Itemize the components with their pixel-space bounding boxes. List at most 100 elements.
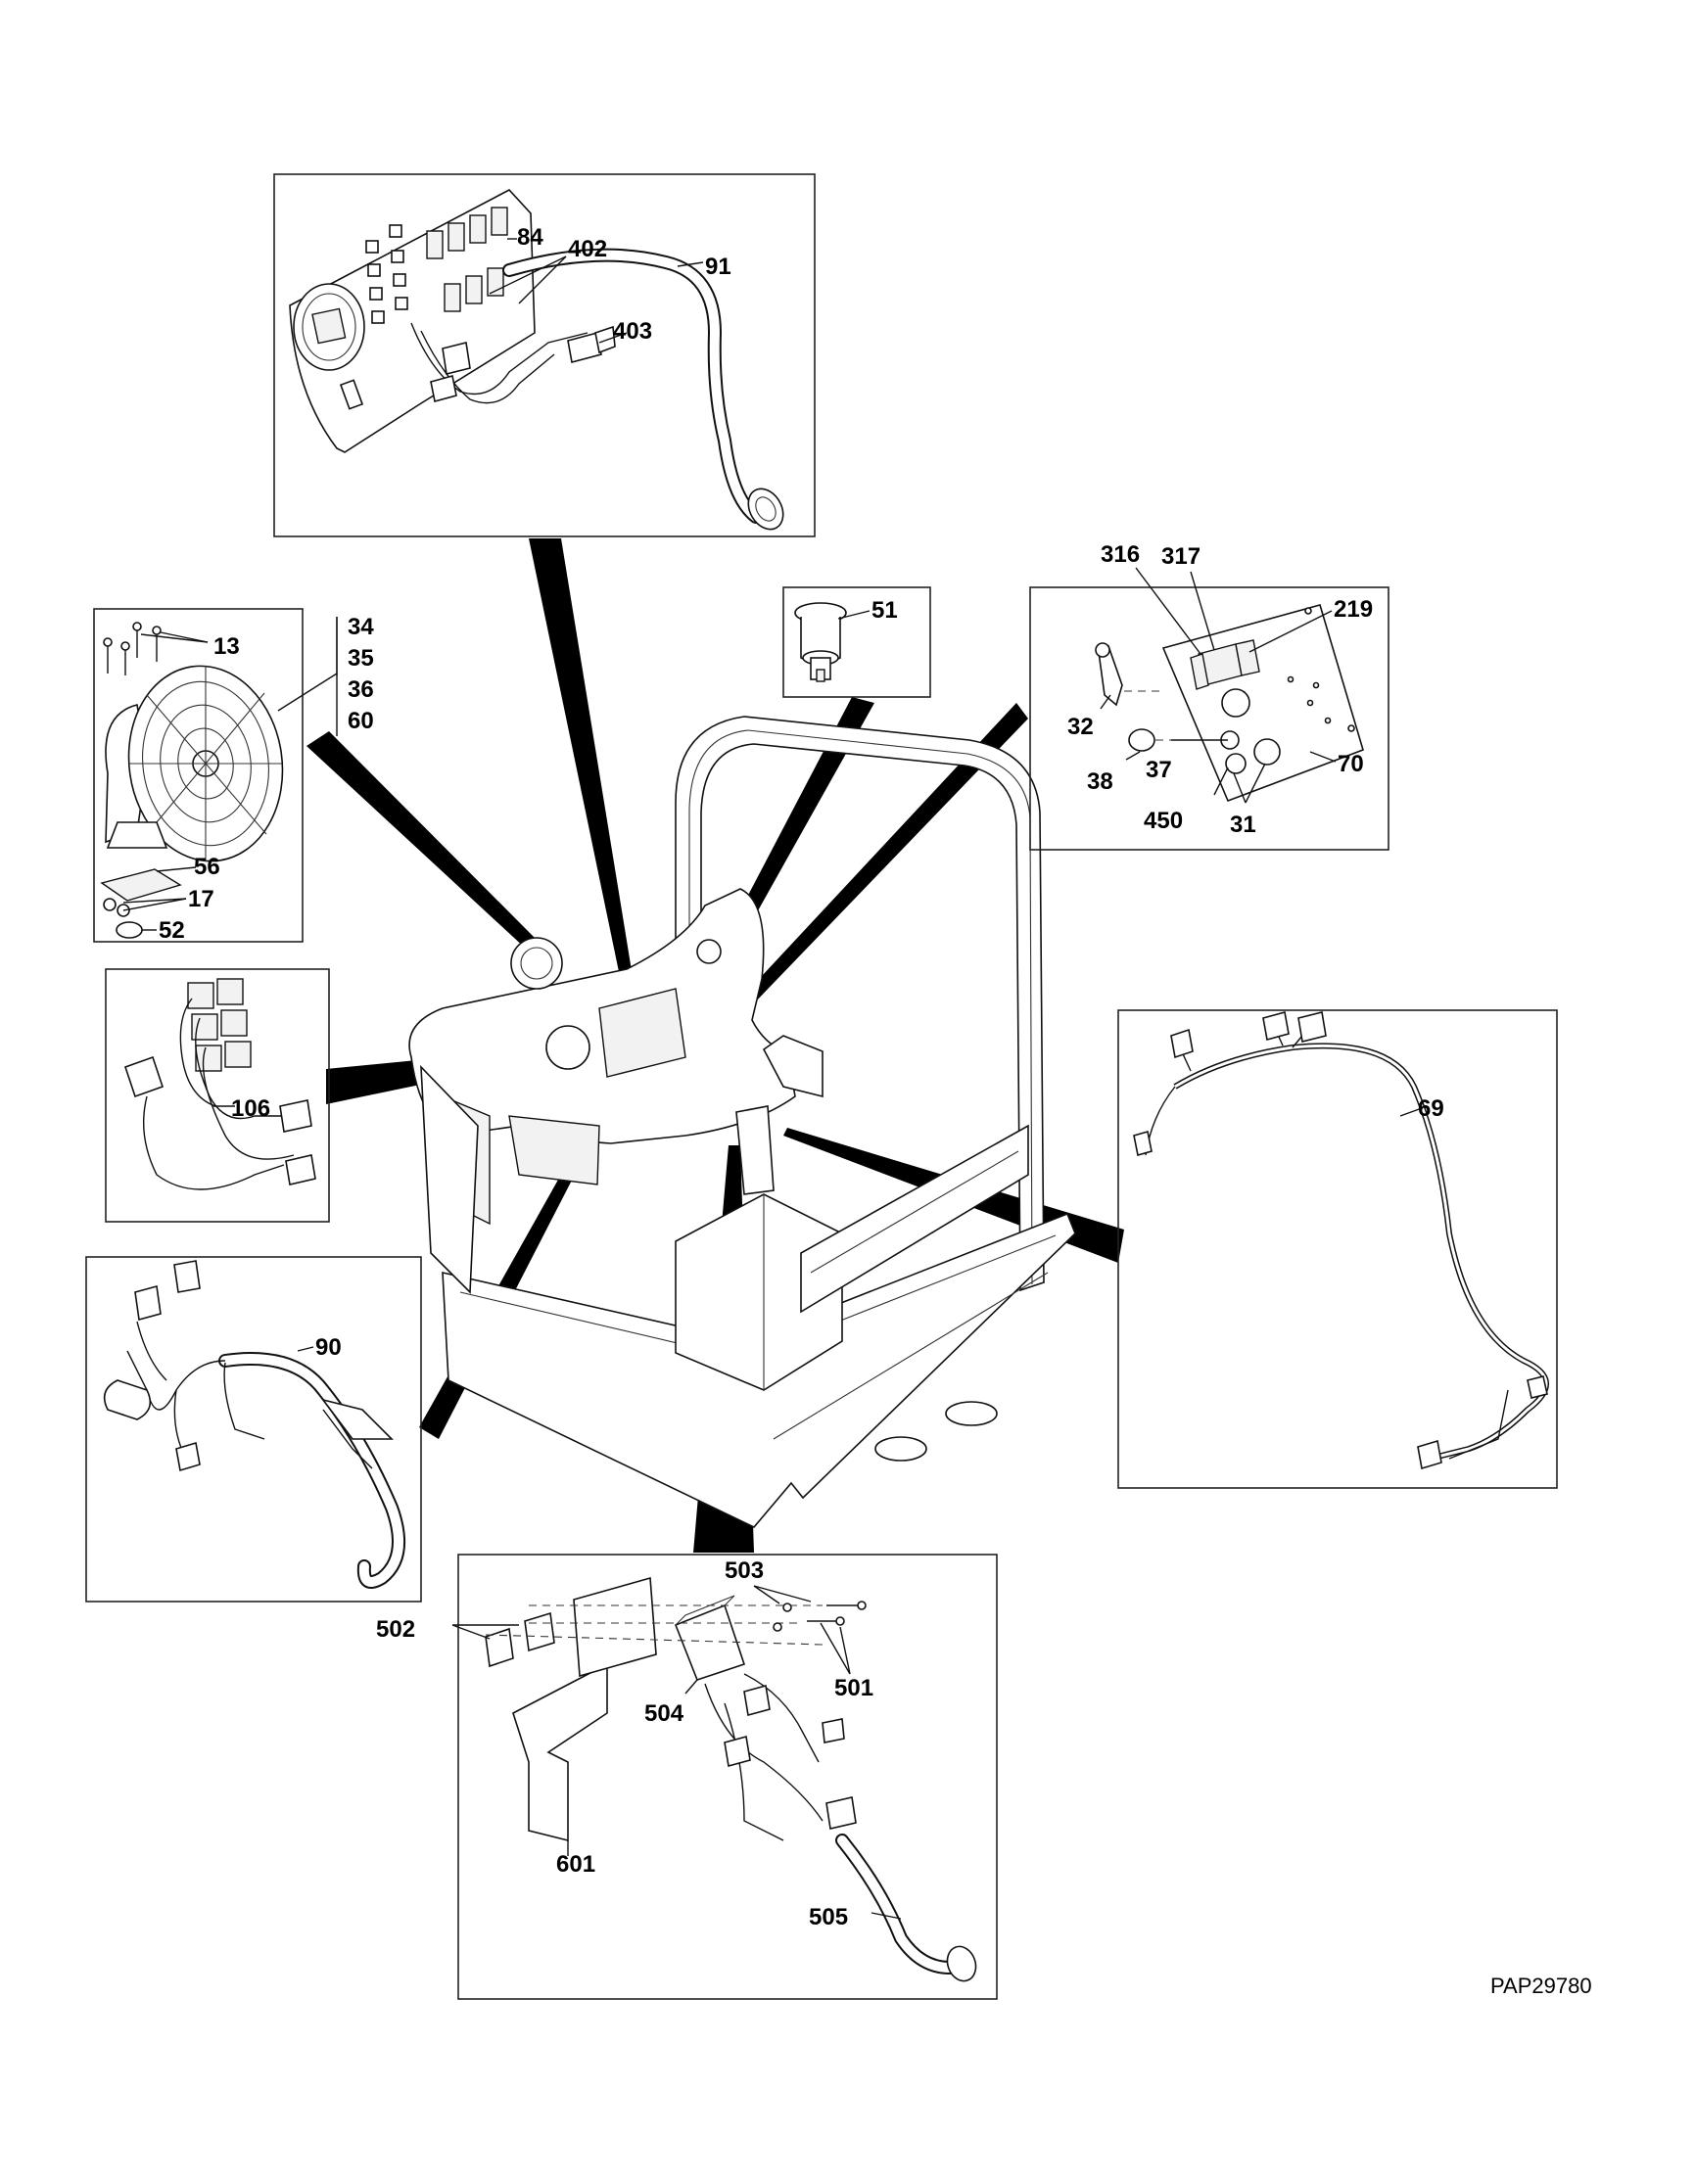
dash-panel-box: 84 402 91 403: [273, 173, 816, 537]
connector-icon-14: [175, 1441, 201, 1472]
connector-icon-10: [1297, 1011, 1327, 1043]
controller-module-icon: [674, 1603, 746, 1681]
panel-screws: [1287, 607, 1355, 732]
figure-code: PAP29780: [1490, 1974, 1592, 1998]
connector-icon-2: [567, 332, 602, 363]
main-harness-box-frame: [1117, 1009, 1558, 1489]
relay-icon-3: [524, 1611, 555, 1652]
switch-panel-box-frame: [1029, 586, 1389, 851]
knob-icon-small: [1253, 738, 1281, 766]
callout-106: 106: [231, 1095, 270, 1122]
fan-icon: [105, 665, 284, 862]
ignition-box: 51: [782, 586, 931, 698]
callout-316: 316: [1101, 541, 1140, 568]
callout-35: 35: [348, 645, 374, 672]
relay-kit-box: 503 502 504 501 601 505: [376, 1554, 998, 2000]
connector-icon-17: [822, 1718, 845, 1743]
switch-harness-icon: [143, 998, 294, 1190]
relay-icon-1: [173, 1260, 201, 1293]
callout-90: 90: [315, 1334, 342, 1361]
switch-harness-box: 106: [105, 968, 330, 1223]
callout-69: 69: [1418, 1095, 1444, 1122]
connector-icon-6: [285, 1154, 316, 1185]
callout-37: 37: [1146, 757, 1172, 783]
callout-34: 34: [348, 614, 374, 640]
callout-32: 32: [1067, 714, 1094, 740]
callout-56: 56: [194, 854, 220, 880]
connector-icon-1: [442, 342, 471, 375]
steering-column: [735, 1105, 775, 1195]
callout-219: 219: [1334, 596, 1373, 623]
switch-plate-icon: [1161, 604, 1364, 803]
callout-450: 450: [1144, 808, 1183, 834]
floor-hole-1: [945, 1401, 998, 1426]
callout-52: 52: [159, 917, 185, 944]
connector-icon-4: [123, 1055, 165, 1098]
beam-dash-panel: [529, 538, 635, 991]
center-pod: [508, 1115, 600, 1185]
indicator-lights: [365, 224, 408, 324]
rocker-switches: [426, 207, 508, 312]
connector-icon-3: [430, 375, 457, 402]
fan-box-frame: [93, 608, 304, 943]
callout-601: 601: [556, 1851, 595, 1878]
pushbutton-icon-2: [1225, 753, 1247, 774]
callout-36: 36: [348, 676, 374, 703]
relay-harness-icon: [704, 1673, 824, 1841]
indicator-slot: [339, 379, 364, 410]
console-harness-box-frame: [85, 1256, 422, 1603]
connector-icon-13: [103, 1379, 152, 1420]
relay-icon-2: [134, 1284, 162, 1322]
console-harness-box: 90: [85, 1256, 422, 1603]
gauge-dial: [545, 1025, 590, 1070]
relay-icon-4: [485, 1627, 514, 1668]
connector-icon-15: [743, 1684, 771, 1717]
side-rail: [800, 1124, 1029, 1314]
ignition-knob: [696, 939, 722, 964]
dash-fan: [510, 937, 563, 990]
knob-icon-large: [1221, 688, 1250, 718]
beam-fan: [306, 731, 537, 950]
connector-icon-12: [1527, 1375, 1548, 1399]
main-harness-icon: [1173, 1043, 1549, 1462]
connector-icon-16: [724, 1735, 751, 1768]
connector-icon-8: [1133, 1130, 1153, 1157]
callout-31: 31: [1230, 812, 1256, 838]
column-mount: [762, 1035, 824, 1098]
floor-hole-2: [874, 1436, 927, 1462]
indicator-lamp-icon: [1128, 728, 1155, 752]
main-harness-box: 69: [1117, 1009, 1558, 1489]
console-side: [420, 1064, 479, 1294]
callout-91: 91: [705, 254, 731, 280]
connector-icon-9: [1262, 1010, 1290, 1042]
dash-panel-box-frame: [273, 173, 816, 537]
connector-icon-7: [1170, 1028, 1194, 1059]
connector-icon-18: [825, 1796, 857, 1830]
callout-317: 317: [1161, 543, 1201, 570]
rops-frame: [675, 716, 1045, 1292]
operator-station: [408, 716, 1076, 1528]
mount-plate-icon: [100, 868, 182, 902]
ignition-switch-icon: [794, 602, 847, 682]
grommet-icon: [116, 921, 143, 939]
bulkhead-connector-icon-2: [946, 1945, 977, 1982]
bracket-plate-icon: [573, 1576, 657, 1678]
callout-403: 403: [613, 318, 652, 345]
callout-503: 503: [725, 1557, 764, 1584]
screw-icons-kit: [773, 1601, 867, 1632]
callout-60: 60: [348, 708, 374, 734]
switch-bank: [598, 988, 686, 1078]
connector-icon-5: [279, 1099, 312, 1133]
connector-bundle-icon: [321, 1398, 394, 1440]
relay-kit-box-frame: [457, 1554, 998, 2000]
ignition-box-frame: [782, 586, 931, 698]
callout-70: 70: [1338, 751, 1364, 777]
callout-502: 502: [376, 1616, 415, 1643]
mounting-bracket-icon: [512, 1662, 608, 1842]
callout-501: 501: [834, 1675, 873, 1701]
callout-505: 505: [809, 1904, 848, 1930]
bulkhead-connector-icon: [747, 488, 784, 531]
switch-panel-box: 316 317 219 32 38 37 450 31 70: [1029, 541, 1389, 851]
switch-harness-box-frame: [105, 968, 330, 1223]
